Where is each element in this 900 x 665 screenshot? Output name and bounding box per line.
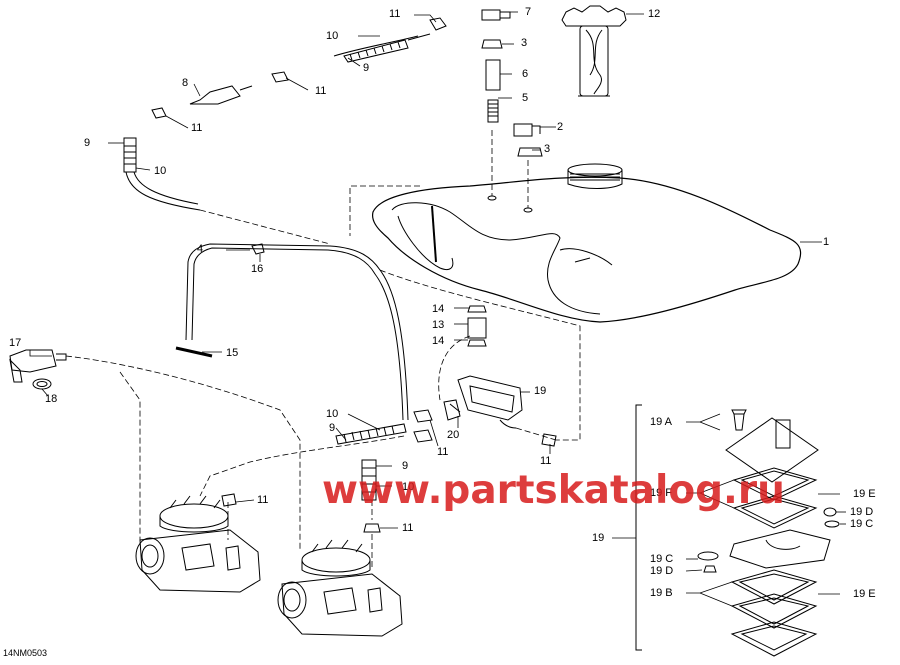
callout-17: 17 [9, 337, 22, 349]
callout-19: 19 [534, 385, 547, 397]
callout-11: 11 [191, 122, 203, 134]
fuel-lines [175, 243, 409, 421]
callout-20: 20 [447, 429, 460, 441]
callout-14: 14 [432, 335, 445, 347]
callout-11: 11 [540, 455, 552, 467]
callout-13: 13 [432, 319, 445, 331]
callout-19c: 19 C [850, 518, 874, 530]
callout-1: 1 [823, 236, 830, 248]
callout-9: 9 [329, 422, 336, 434]
carb-supply-hose [335, 409, 557, 533]
callout-18: 18 [45, 393, 58, 405]
callout-5: 5 [522, 92, 529, 104]
fuel-tank [371, 163, 802, 323]
callout-10: 10 [154, 165, 167, 177]
callout-12: 12 [648, 8, 661, 20]
pump-exploded-view [635, 404, 840, 657]
carburetor-right [277, 539, 403, 637]
callout-19: 19 [592, 532, 605, 544]
callout-9: 9 [363, 62, 370, 74]
callout-11: 11 [315, 85, 327, 97]
callout-10: 10 [326, 30, 339, 42]
callout-6: 6 [522, 68, 529, 80]
callout-14: 14 [432, 303, 445, 315]
callout-19e: 19 E [853, 588, 876, 600]
callout-2: 2 [557, 121, 564, 133]
carburetor-left [135, 493, 261, 593]
callout-16: 16 [251, 263, 264, 275]
callout-19b: 19 B [650, 587, 673, 599]
callout-10: 10 [402, 481, 415, 493]
callout-3: 3 [544, 143, 551, 155]
callout-8: 8 [182, 77, 189, 89]
callout-19e: 19 E [853, 488, 876, 500]
callout-9: 9 [84, 137, 91, 149]
callout-19a: 19 A [650, 416, 673, 428]
routing-lines [65, 130, 581, 570]
callout-11: 11 [389, 8, 401, 20]
callout-11: 11 [402, 522, 414, 534]
fuel-pump [443, 305, 523, 429]
callout-19d: 19 D [650, 565, 674, 577]
callout-19c: 19 C [650, 553, 674, 565]
callout-11: 11 [257, 494, 269, 506]
drawing-code: 14NM0503 [3, 648, 48, 658]
callout-11: 11 [437, 446, 449, 458]
callout-19f: 19 F [650, 487, 673, 499]
fuel-level-sender [561, 5, 627, 97]
vent-components [481, 9, 543, 157]
callout-4: 4 [197, 243, 204, 255]
callout-19d: 19 D [850, 506, 874, 518]
callout-10: 10 [326, 408, 339, 420]
callout-9: 9 [402, 460, 409, 472]
callout-7: 7 [525, 6, 532, 18]
leader-lines [29, 11, 846, 607]
vent-line-top [123, 17, 447, 211]
callout-15: 15 [226, 347, 239, 359]
callout-3: 3 [521, 37, 528, 49]
watermark: www.partskatalog.ru [322, 468, 785, 513]
